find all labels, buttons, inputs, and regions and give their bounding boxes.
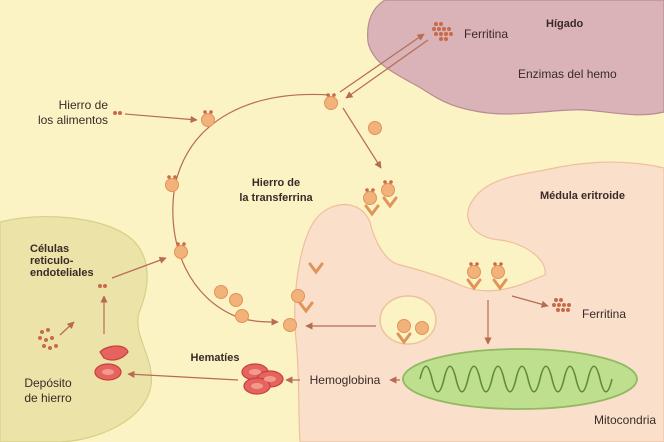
label-celulas-1: Células xyxy=(30,243,69,255)
label-ferritina-liver: Ferritina xyxy=(464,27,508,41)
arrow-liver-to-cycle xyxy=(345,39,429,99)
mitochondria xyxy=(402,348,638,410)
transferrin-iron xyxy=(167,93,336,246)
label-hierro-alimentos-2: los alimentos xyxy=(38,113,108,127)
arrow-rbc-to-reticulo xyxy=(127,370,239,381)
arrow-reticulo-to-cycle xyxy=(111,256,167,279)
label-transferrina-2: la transferrina xyxy=(239,192,313,204)
label-deposito-2: de hierro xyxy=(24,391,72,405)
receptor-complexes xyxy=(283,180,508,345)
ferritin-cluster-marrow xyxy=(552,298,571,312)
label-enzimas: Enzimas del hemo xyxy=(518,67,617,81)
label-hematies: Hematíes xyxy=(191,352,240,364)
label-hemoglobina: Hemoglobina xyxy=(310,373,381,387)
arrow-food-to-cycle xyxy=(124,113,198,124)
label-higado: Hígado xyxy=(546,18,584,30)
arrow-marrow-to-ferritin xyxy=(511,295,549,308)
red-blood-cells-center xyxy=(102,369,276,389)
mitochondria-cristae xyxy=(419,365,613,393)
ferritin-cluster-liver xyxy=(432,22,453,41)
arrow-cycle-to-liver xyxy=(339,33,425,93)
transferrin-molecules xyxy=(165,96,382,323)
label-hierro-alimentos-1: Hierro de xyxy=(59,98,109,112)
label-celulas-2: reticulo- xyxy=(30,255,74,267)
reticuloendothelial-region xyxy=(0,216,152,442)
label-mitocondria: Mitocondria xyxy=(594,413,656,427)
iron-dots-reticulo xyxy=(38,284,107,350)
label-ferritina-marrow: Ferritina xyxy=(582,307,626,321)
iron-dots-food xyxy=(113,111,122,115)
label-celulas-3: endoteliales xyxy=(30,267,94,279)
liver-region xyxy=(367,0,664,116)
arrow-cycle-to-marrow xyxy=(342,107,382,169)
arrow-deposit-ferritin xyxy=(59,321,75,336)
label-transferrina-1: Hierro de xyxy=(252,177,300,189)
phagocytosed-cell xyxy=(99,345,129,361)
label-deposito-1: Depósito xyxy=(24,376,72,390)
label-medula: Médula eritroide xyxy=(540,190,625,202)
